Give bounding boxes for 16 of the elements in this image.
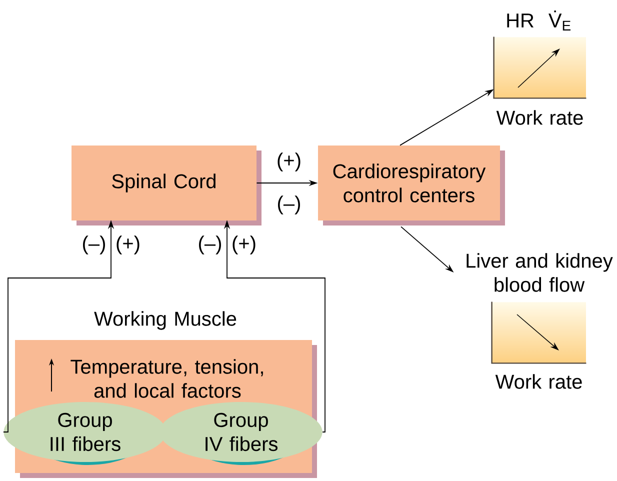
node-label: Work rate (496, 110, 583, 125)
process-box: Spinal Cord (72, 146, 262, 226)
sign-label: (–) (278, 196, 300, 214)
sign-label: (–) (199, 236, 221, 254)
trend-graph: HR V̇$_{E}$ Work rate (493, 10, 586, 125)
node-label: Work rate (495, 374, 582, 389)
node-label: Liver and kidney blood flow (466, 253, 613, 292)
sign-label: (–) (83, 236, 105, 254)
trend-graph: Liver and kidney blood flow Work rate (466, 253, 613, 389)
process-box: Cardiorespiratory control centers (318, 146, 505, 226)
sign-label: (+) (278, 152, 300, 172)
node-label: V̇$_{E}$ (548, 10, 570, 30)
sign-label: (+) (116, 236, 140, 254)
sign-label: (+) (232, 236, 256, 254)
node-label: HR (507, 14, 534, 28)
node-label: Working Muscle (94, 311, 236, 330)
